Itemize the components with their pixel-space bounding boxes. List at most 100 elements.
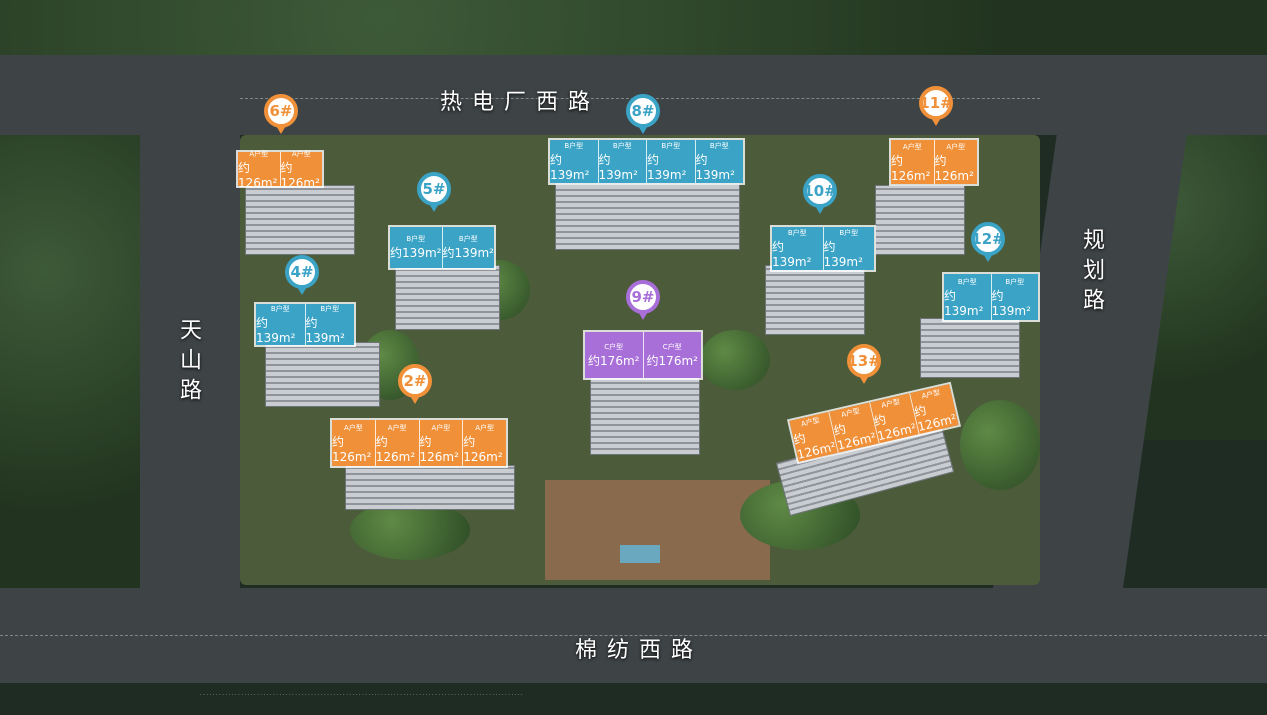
building-marker-5[interactable]: 5# xyxy=(417,172,451,214)
building-marker-13[interactable]: 13# xyxy=(847,344,881,386)
unit-type[interactable]: B户型约139m² xyxy=(944,274,992,320)
building-marker-6[interactable]: 6# xyxy=(264,94,298,136)
building-number: 10# xyxy=(803,174,837,208)
unit-area: 约139m² xyxy=(256,316,296,345)
unit-type[interactable]: A户型约126m² xyxy=(280,150,322,190)
unit-type[interactable]: A户型约126m² xyxy=(934,140,977,184)
building-number: 5# xyxy=(417,172,451,206)
building-number: 8# xyxy=(626,94,660,128)
building-number: 6# xyxy=(264,94,298,128)
unit-area: 约176m² xyxy=(588,353,640,368)
unit-type-label: B户型 xyxy=(709,142,729,150)
unit-type-label: B户型 xyxy=(661,142,681,150)
unit-type-label: B户型 xyxy=(458,235,478,243)
building-number: 12# xyxy=(971,222,1005,256)
unit-type[interactable]: A户型约126m² xyxy=(891,140,935,184)
unit-area: 约126m² xyxy=(912,402,958,434)
unit-type-label: B户型 xyxy=(612,142,632,150)
road-west xyxy=(140,55,240,675)
unit-type[interactable]: B户型约139m² xyxy=(305,304,354,345)
building-marker-12[interactable]: 12# xyxy=(971,222,1005,264)
tower-4 xyxy=(265,342,380,407)
road-south-lane xyxy=(0,635,1267,636)
unit-type[interactable]: A户型约126m² xyxy=(909,384,959,435)
unit-type[interactable]: A户型约126m² xyxy=(463,420,506,466)
unit-type[interactable]: B户型约139m² xyxy=(442,227,494,268)
unit-type-label: B户型 xyxy=(564,142,584,150)
unit-type[interactable]: B户型约139m² xyxy=(647,140,696,183)
building-marker-4[interactable]: 4# xyxy=(285,255,319,297)
unit-type[interactable]: B户型约139m² xyxy=(390,227,443,268)
unit-type[interactable]: B户型约139m² xyxy=(256,304,306,345)
tree xyxy=(700,330,770,390)
unit-area: 约126m² xyxy=(872,411,918,443)
tree xyxy=(350,500,470,560)
unit-type[interactable]: A户型约126m² xyxy=(238,149,281,190)
unit-area: 约126m² xyxy=(792,430,838,462)
entrance-plaza xyxy=(545,480,770,580)
unit-type[interactable]: B户型约139m² xyxy=(550,140,599,183)
unit-type[interactable]: A户型约126m² xyxy=(375,420,420,466)
unit-area: 约126m² xyxy=(238,160,278,190)
unit-type-label: A户型 xyxy=(475,423,495,432)
unit-type-label: A户型 xyxy=(431,423,451,432)
tower-10 xyxy=(765,265,865,335)
pin-tip-icon xyxy=(428,202,440,212)
road-label-south: 棉纺西路 xyxy=(575,638,704,663)
unit-area: 约139m² xyxy=(695,153,735,182)
pin-tip-icon xyxy=(637,124,649,134)
building-number: 9# xyxy=(626,280,660,314)
unit-type[interactable]: B户型约139m² xyxy=(772,227,824,270)
unit-area: 约139m² xyxy=(598,153,638,182)
unit-type-label: B户型 xyxy=(787,229,807,237)
unit-type-label: B户型 xyxy=(270,305,290,313)
greenery-left xyxy=(0,130,150,600)
unit-area: 约139m² xyxy=(647,153,687,182)
unit-area: 约126m² xyxy=(934,153,974,183)
unit-area: 约176m² xyxy=(646,353,698,368)
pin-tip-icon xyxy=(858,374,870,384)
unit-area: 约139m² xyxy=(305,316,345,345)
pin-tip-icon xyxy=(296,285,308,295)
unit-type-label: C户型 xyxy=(604,342,624,351)
unit-type-label: A户型 xyxy=(249,149,269,158)
unit-type-label: B户型 xyxy=(1005,277,1025,286)
unit-type[interactable]: C户型约176m² xyxy=(643,332,701,378)
greenery-top xyxy=(0,0,1267,60)
pin-tip-icon xyxy=(637,310,649,320)
building-marker-8[interactable]: 8# xyxy=(626,94,660,136)
water-feature xyxy=(620,545,660,563)
unit-type[interactable]: B户型约139m² xyxy=(598,140,647,183)
unit-type-label: B户型 xyxy=(839,229,859,237)
unit-type[interactable]: B户型约139m² xyxy=(823,227,874,270)
tower-6 xyxy=(245,185,355,255)
pin-tip-icon xyxy=(814,204,826,214)
tower-5 xyxy=(395,265,500,330)
unit-type[interactable]: A户型约126m² xyxy=(332,420,376,466)
building-number: 2# xyxy=(398,364,432,398)
unit-type[interactable]: B户型约139m² xyxy=(695,140,743,183)
tower-12 xyxy=(920,318,1020,378)
unit-type-label: A户型 xyxy=(946,142,966,151)
unit-type[interactable]: B户型约139m² xyxy=(991,274,1038,320)
building-marker-10[interactable]: 10# xyxy=(803,174,837,216)
unit-area: 约139m² xyxy=(823,240,863,269)
building-marker-9[interactable]: 9# xyxy=(626,280,660,322)
unit-type[interactable]: A户型约126m² xyxy=(419,420,464,466)
unit-type[interactable]: C户型约176m² xyxy=(585,332,644,378)
building-marker-2[interactable]: 2# xyxy=(398,364,432,406)
unit-area: 约126m² xyxy=(332,434,372,464)
pin-tip-icon xyxy=(982,252,994,262)
road-label-east: 规划路 xyxy=(1079,228,1104,318)
building-marker-11[interactable]: 11# xyxy=(919,86,953,128)
unit-type-label: A户型 xyxy=(387,423,407,432)
